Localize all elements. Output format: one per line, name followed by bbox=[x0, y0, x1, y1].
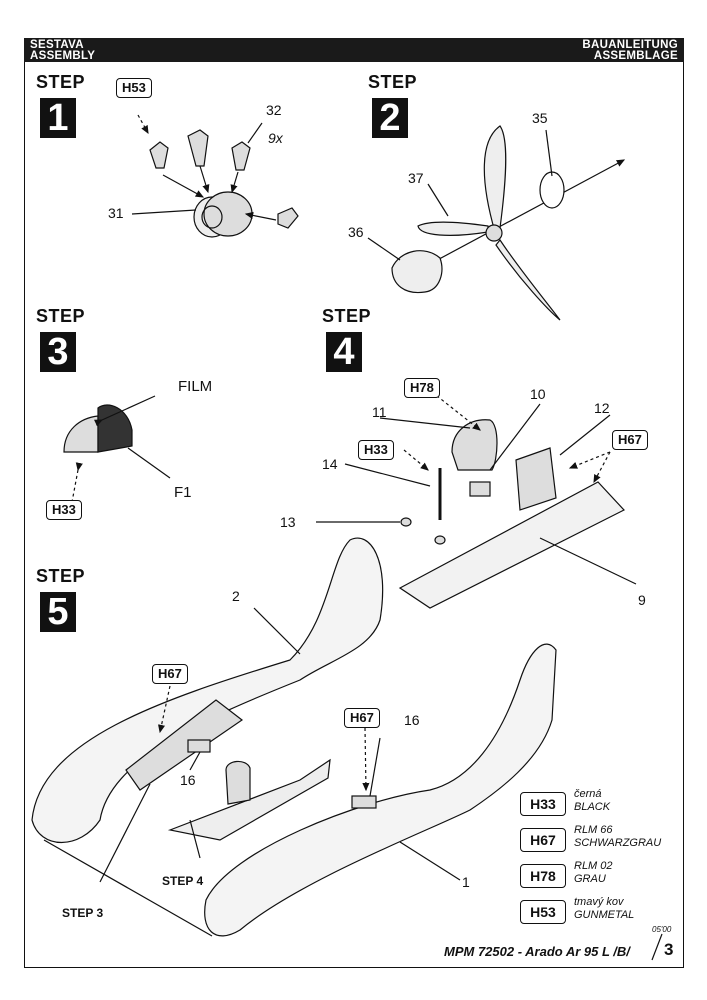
part-2-label: 2 bbox=[232, 588, 240, 604]
engine-drawing bbox=[131, 114, 299, 238]
part-9-label: 9 bbox=[638, 592, 646, 608]
paint-tag-h67-step5b: H67 bbox=[344, 708, 380, 728]
paint-tag-h53: H53 bbox=[116, 78, 152, 98]
header-assemblage: ASSEMBLAGE bbox=[593, 50, 678, 62]
part-1-label: 1 bbox=[462, 874, 470, 890]
part-31-label: 31 bbox=[108, 205, 124, 221]
part-37-label: 37 bbox=[408, 170, 424, 186]
legend-code: H67 bbox=[520, 828, 566, 852]
header-assembly: ASSEMBLY bbox=[30, 50, 96, 62]
part-35-label: 35 bbox=[532, 110, 548, 126]
header-bar: SESTAVA ASSEMBLY BAUANLEITUNG ASSEMBLAGE bbox=[24, 38, 684, 62]
legend-line2: BLACK bbox=[574, 801, 611, 813]
step-3-number: 3 bbox=[40, 332, 76, 373]
part-14-label: 14 bbox=[322, 456, 338, 472]
legend-text: RLM 66 SCHWARZGRAU bbox=[574, 824, 661, 850]
legend-line2: GRAU bbox=[574, 873, 606, 885]
step-5-word: STEP bbox=[36, 566, 86, 586]
step-1-number: 1 bbox=[40, 98, 76, 139]
part-16-label-a: 16 bbox=[180, 772, 196, 788]
legend-line1: RLM 02 bbox=[574, 860, 613, 872]
part-10-label: 10 bbox=[530, 386, 546, 402]
paint-tag-h67-step5a: H67 bbox=[152, 664, 188, 684]
legend-code: H33 bbox=[520, 792, 566, 816]
legend-line1: černá bbox=[574, 788, 602, 800]
header-bauanleitung: BAUANLEITUNG bbox=[582, 39, 678, 51]
part-13-label: 13 bbox=[280, 514, 296, 530]
part-36-label: 36 bbox=[348, 224, 364, 240]
step-2-number: 2 bbox=[372, 98, 408, 139]
print-date: 05'00 bbox=[652, 925, 672, 934]
fuselage-drawing bbox=[31, 537, 557, 937]
step-2-word: STEP bbox=[368, 72, 418, 92]
legend-line2: SCHWARZGRAU bbox=[574, 837, 662, 849]
legend-text: tmavý kov GUNMETAL bbox=[574, 896, 634, 922]
step-5-number: 5 bbox=[40, 592, 76, 633]
page-number: 3 bbox=[664, 940, 674, 959]
film-label: FILM bbox=[178, 378, 213, 395]
part-32-label: 32 bbox=[266, 102, 282, 118]
part-16-label-b: 16 bbox=[404, 712, 420, 728]
legend-code: H53 bbox=[520, 900, 566, 924]
header-left: SESTAVA ASSEMBLY bbox=[30, 39, 96, 62]
step-4-word: STEP bbox=[322, 306, 372, 326]
header-sestava: SESTAVA bbox=[30, 39, 84, 51]
ref-step-3: STEP 3 bbox=[62, 906, 104, 920]
legend-line1: RLM 66 bbox=[574, 824, 613, 836]
footer-title: MPM 72502 - Arado Ar 95 L /B/ bbox=[444, 944, 630, 959]
paint-tag-h78: H78 bbox=[404, 378, 440, 398]
cockpit-floor-drawing bbox=[316, 391, 637, 609]
part-32-qty: 9x bbox=[268, 130, 283, 146]
legend-line2: GUNMETAL bbox=[574, 909, 635, 921]
step-3-word: STEP bbox=[36, 306, 86, 326]
instrument-panel-drawing bbox=[63, 395, 171, 503]
step-4-number: 4 bbox=[326, 332, 362, 373]
part-f1-label: F1 bbox=[174, 484, 192, 501]
paint-tag-h67-step4: H67 bbox=[612, 430, 648, 450]
paint-tag-h33-step3: H33 bbox=[46, 500, 82, 520]
header-right: BAUANLEITUNG ASSEMBLAGE bbox=[582, 39, 678, 62]
part-11-label: 11 bbox=[372, 404, 387, 420]
propeller-drawing bbox=[367, 125, 626, 321]
legend-line1: tmavý kov bbox=[574, 896, 624, 908]
legend-code: H78 bbox=[520, 864, 566, 888]
legend-text: černá BLACK bbox=[574, 788, 610, 814]
ref-step-4: STEP 4 bbox=[162, 874, 204, 888]
step-1-word: STEP bbox=[36, 72, 86, 92]
paint-tag-h33-step4: H33 bbox=[358, 440, 394, 460]
legend-text: RLM 02 GRAU bbox=[574, 860, 613, 886]
part-12-label: 12 bbox=[594, 400, 610, 416]
